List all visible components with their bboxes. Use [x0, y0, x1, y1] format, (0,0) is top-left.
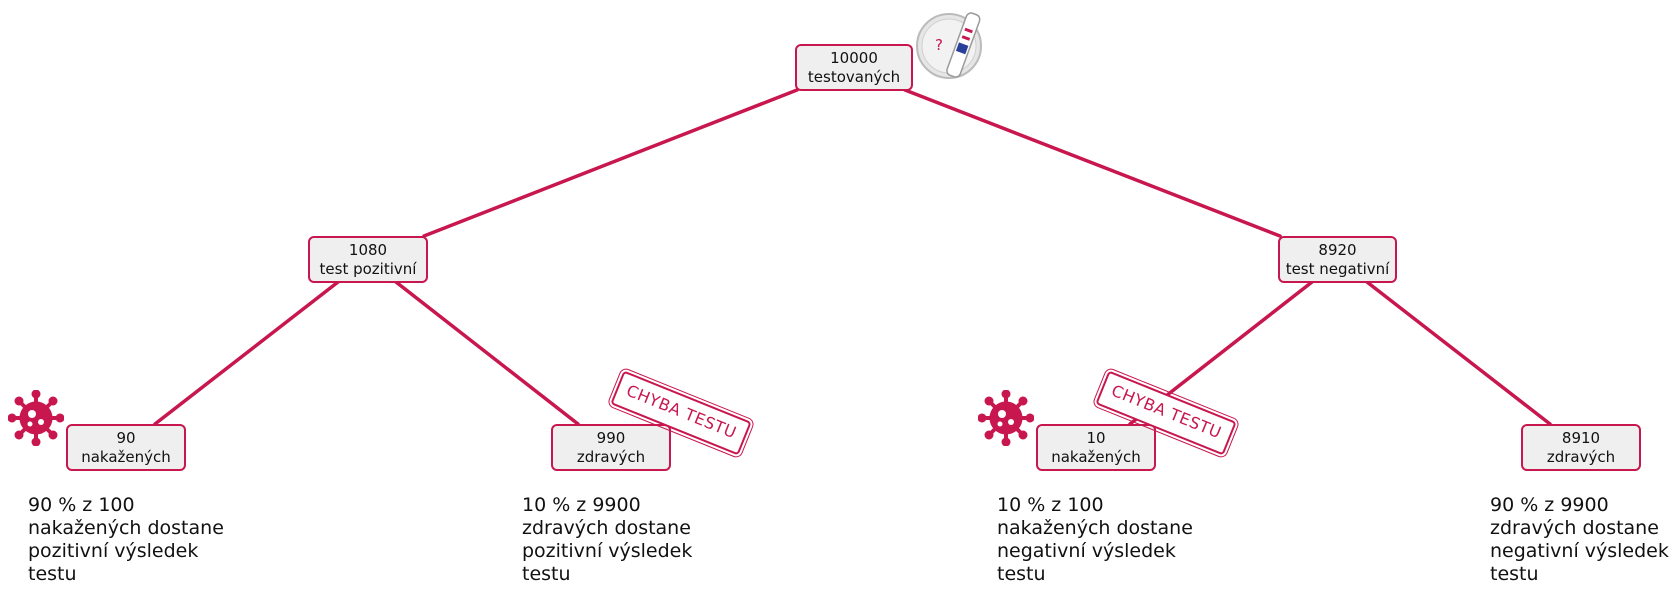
leaf-count: 10	[1086, 428, 1106, 447]
edge-negative-healthy	[1365, 280, 1552, 426]
leaf-label: zdravých	[1546, 447, 1616, 466]
root-label: testovaných	[807, 67, 901, 86]
leaf-negative-infected: 10 nakažených	[1036, 424, 1156, 471]
leaf-label: nakažených	[1051, 447, 1141, 466]
svg-text:?: ?	[935, 36, 943, 54]
leaf-note: 90 % z 100 nakažených dostane pozitivní …	[28, 494, 224, 585]
leaf-note: 10 % z 9900 zdravých dostane pozitivní v…	[522, 494, 693, 585]
positive-label: test pozitivní	[319, 259, 417, 278]
virus-icon	[978, 390, 1034, 446]
positive-count: 1080	[348, 240, 388, 259]
negative-test-node: 8920 test negativní	[1278, 236, 1397, 283]
leaf-note: 10 % z 100 nakažených dostane negativní …	[997, 494, 1193, 585]
leaf-count: 90	[116, 428, 136, 447]
edge-positive-healthy	[394, 280, 580, 426]
virus-icon	[8, 390, 64, 446]
leaf-count: 8910	[1561, 428, 1601, 447]
leaf-label: nakažených	[81, 447, 171, 466]
negative-label: test negativní	[1285, 259, 1390, 278]
edge-positive-infected	[153, 280, 340, 426]
leaf-negative-healthy: 8910 zdravých	[1521, 424, 1641, 471]
leaf-note: 90 % z 9900 zdravých dostane negativní v…	[1490, 494, 1669, 585]
leaf-label: zdravých	[576, 447, 646, 466]
positive-test-node: 1080 test pozitivní	[308, 236, 428, 283]
edge-root-negative	[903, 88, 1282, 238]
leaf-positive-infected: 90 nakažených	[66, 424, 186, 471]
edge-root-positive	[422, 88, 799, 238]
root-count: 10000	[830, 48, 878, 67]
negative-count: 8920	[1318, 240, 1357, 259]
test-kit-icon: ?	[916, 12, 982, 79]
leaf-positive-healthy: 990 zdravých	[551, 424, 671, 471]
root-node: 10000 testovaných	[795, 44, 913, 91]
leaf-count: 990	[596, 428, 626, 447]
